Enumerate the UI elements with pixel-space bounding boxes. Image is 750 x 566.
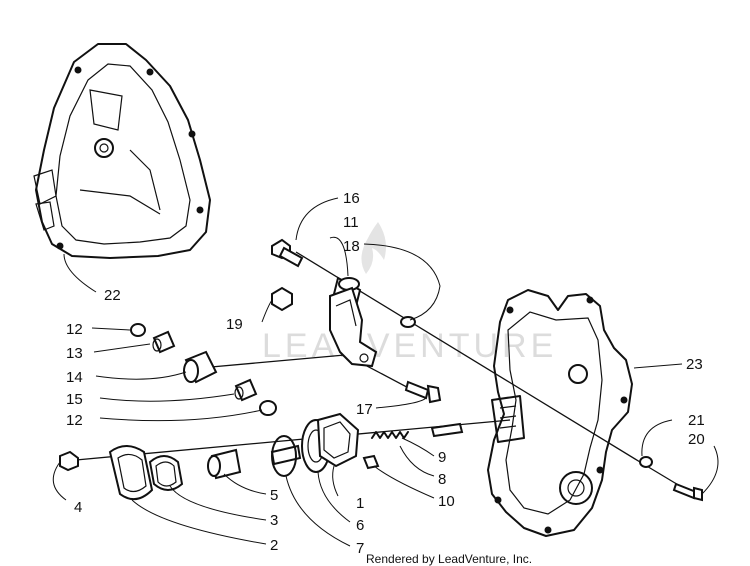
leader-lines: [52, 197, 719, 547]
part-14-idler-wheel: [183, 350, 218, 384]
callout-4: 4: [74, 499, 82, 516]
leadventure-watermark: LEADVENTURE: [262, 222, 557, 365]
callout-22: 22: [104, 287, 121, 304]
part-7-o-ring: [271, 435, 297, 477]
shaft-pin: [270, 444, 302, 466]
callout-20: 20: [688, 431, 705, 448]
callout-19: 19: [226, 316, 243, 333]
callout-3: 3: [270, 512, 278, 529]
part-17-bolt: [404, 380, 442, 404]
watermark-text: LEADVENTURE: [262, 327, 557, 365]
part-13-bearing: [152, 330, 176, 354]
part-16-bolt: [271, 238, 304, 268]
tensioner-arm: [329, 286, 378, 368]
callout-1: 1: [356, 495, 364, 512]
callout-14: 14: [66, 369, 83, 386]
part-20-bolt: [672, 482, 703, 502]
callout-2: 2: [270, 537, 278, 554]
part-22-chaincase-cover: [33, 43, 211, 259]
part-10-screw: [362, 454, 380, 470]
callout-17: 17: [356, 401, 373, 418]
part-5-spacer: [207, 448, 242, 480]
part-1-tensioner-assembly: [316, 412, 360, 468]
callout-7: 7: [356, 540, 364, 557]
part-19-nut: [271, 286, 293, 312]
part-4-bolt: [59, 450, 79, 472]
callout-12-bottom: 12: [66, 412, 83, 429]
callout-labels: 22 16 11 18 19 12 13 14 15 12 17 23 21 2…: [66, 190, 705, 557]
callout-16: 16: [343, 190, 360, 207]
callout-9: 9: [438, 449, 446, 466]
part-12-washer-top: [130, 323, 146, 337]
callout-15: 15: [66, 391, 83, 408]
part-2-cover-plate: [108, 445, 154, 501]
callout-21: 21: [688, 412, 705, 429]
part-15-bearing: [234, 378, 258, 402]
callout-12-top: 12: [66, 321, 83, 338]
part-9-pin: [430, 422, 464, 438]
part-3-gear: [148, 455, 184, 491]
callout-18: 18: [343, 238, 360, 255]
part-21-washer: [639, 456, 653, 468]
callout-10: 10: [438, 493, 455, 510]
callout-11: 11: [343, 214, 359, 231]
part-8-spring: [371, 431, 409, 439]
part-23-chaincase-housing: [487, 289, 633, 537]
callout-23: 23: [686, 356, 703, 373]
part-12-washer-bottom: [259, 400, 277, 416]
callout-13: 13: [66, 345, 83, 362]
callout-8: 8: [438, 471, 446, 488]
callout-6: 6: [356, 517, 364, 534]
render-credit: Rendered by LeadVenture, Inc.: [366, 552, 532, 566]
callout-5: 5: [270, 487, 278, 504]
